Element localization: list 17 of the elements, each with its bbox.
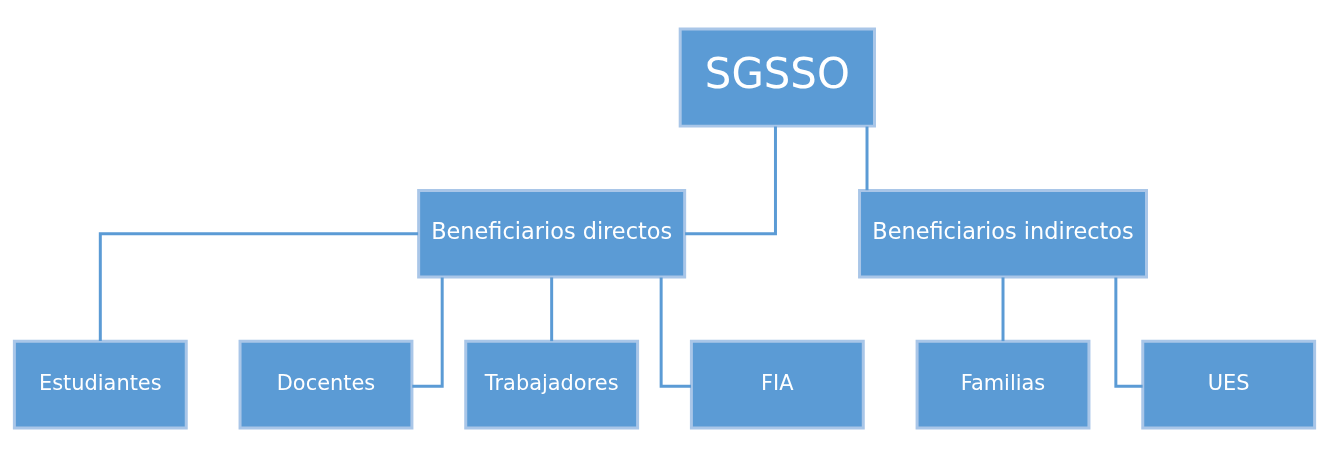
connector: [98, 232, 419, 341]
node-box: Docentes: [238, 339, 414, 430]
node-box: Estudiantes: [12, 339, 188, 430]
connector: [685, 126, 777, 236]
node-box: Trabajadores: [464, 339, 640, 430]
node-box: UES: [1141, 339, 1317, 430]
connector: [1114, 277, 1143, 388]
node-box: FIA: [689, 339, 865, 430]
connector: [865, 126, 869, 191]
connector: [412, 277, 444, 388]
node-box: Beneficiarios directos: [417, 188, 687, 279]
connector: [659, 277, 692, 388]
node-box: Beneficiarios indirectos: [858, 188, 1148, 279]
connector: [550, 277, 554, 342]
node-box: Familias: [915, 339, 1091, 430]
connector: [1001, 277, 1005, 342]
node-box: SGSSO: [678, 27, 876, 128]
